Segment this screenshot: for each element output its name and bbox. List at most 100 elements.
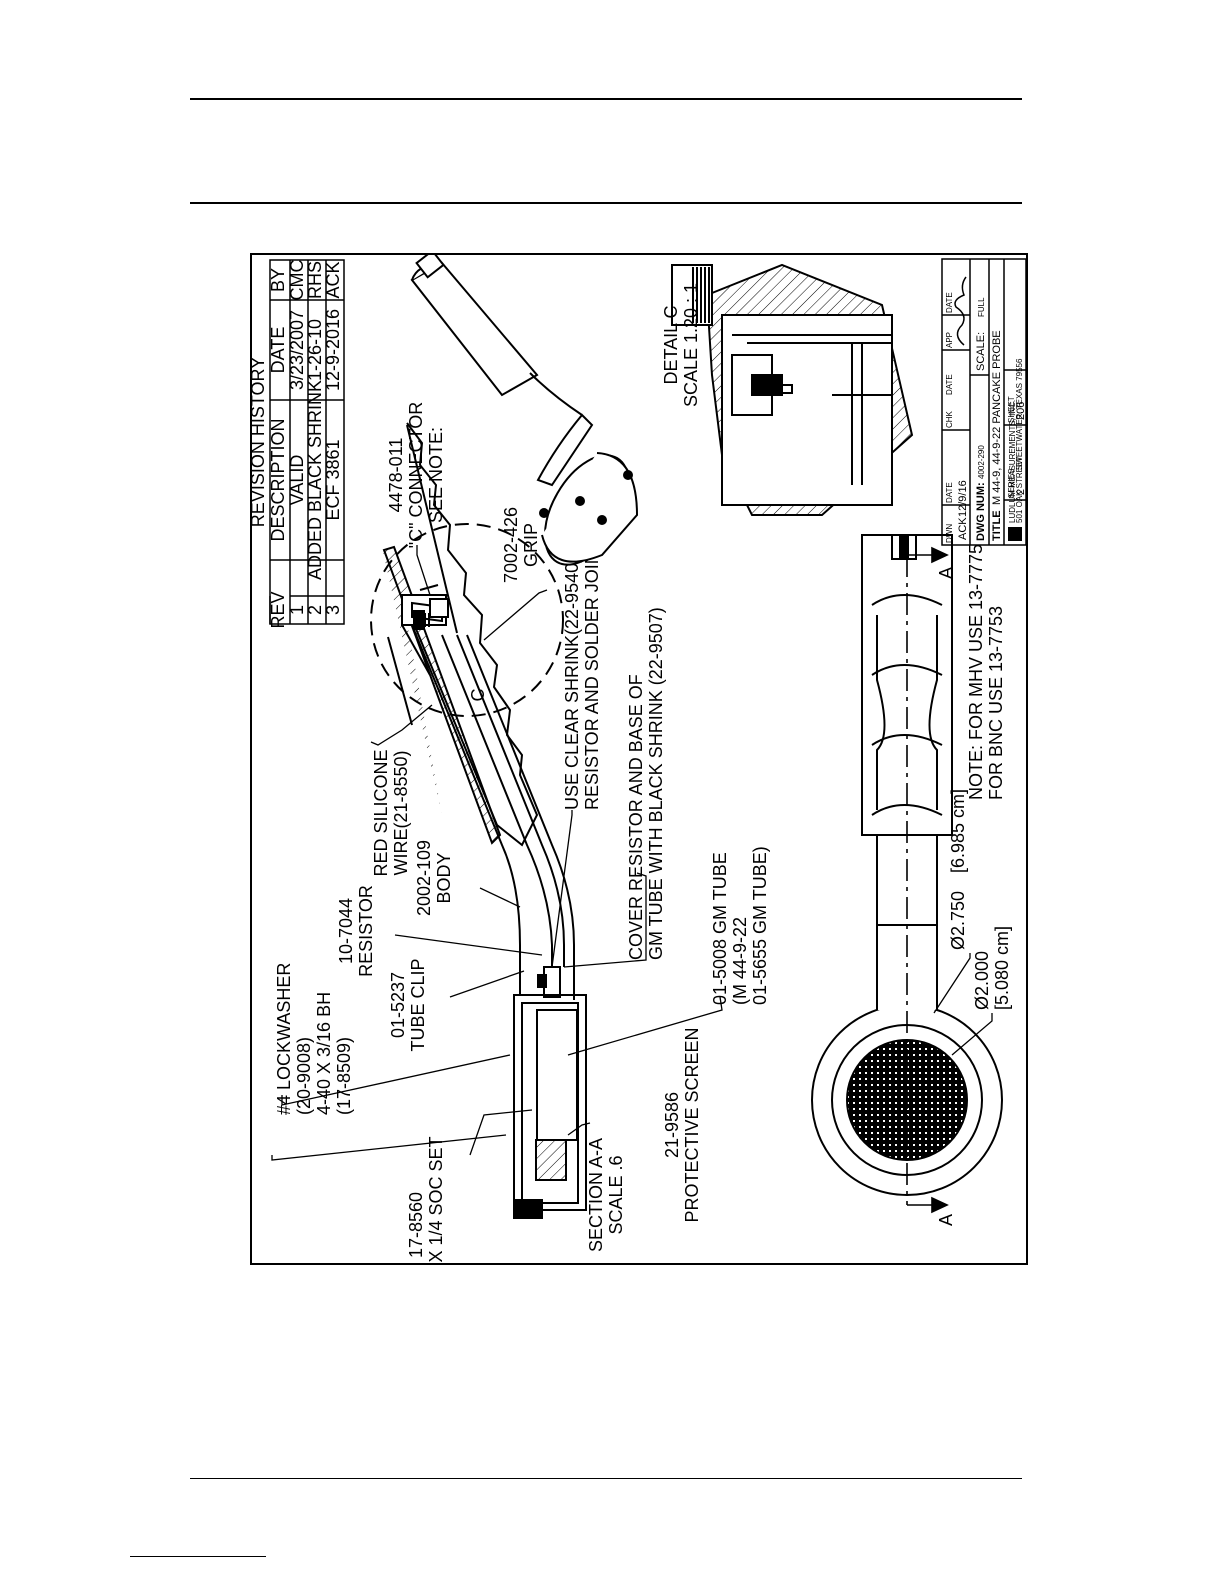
callout-tube-clip: 01-5237 TUBE CLIP (388, 958, 428, 1051)
connector-note: NOTE: FOR MHV USE 13-7775 FOR BNC USE 13… (966, 544, 1006, 800)
title-block: DWN DATE CHK DATE APP DATE ACK 12/9/16 D… (941, 258, 1026, 546)
svg-text:4478-011: 4478-011 (386, 438, 406, 513)
section-mark-bottom: A (936, 1214, 956, 1226)
table-row: 1 VALID 3/23/2007 CMC (287, 260, 307, 616)
row-date: 1-26-10 (305, 319, 325, 381)
row-rev: 2 (305, 605, 325, 615)
company-address-line2: SWEETWATER, TEXAS 79556 (1015, 358, 1024, 470)
row-by: ACK (323, 261, 343, 298)
scale-label: SCALE: (975, 332, 987, 371)
title-label: TITLE (991, 510, 1003, 541)
row-by: CMC (287, 260, 307, 301)
svg-text:[5.080 cm]: [5.080 cm] (992, 926, 1012, 1010)
row-rev: 3 (323, 605, 343, 615)
footnote-separator (130, 1556, 266, 1557)
section-view-probe (382, 422, 587, 1219)
svg-text:SCALE .6: SCALE .6 (606, 1155, 626, 1234)
svg-text:#4 LOCKWASHER: #4 LOCKWASHER (274, 963, 294, 1115)
svg-text:COVER RESISTOR AND BASE OF: COVER RESISTOR AND BASE OF (626, 674, 646, 960)
table-row: 3 ECF 3861 12-9-2016 ACK (323, 261, 343, 615)
company-logo-icon (1008, 527, 1022, 541)
row-rev: 1 (287, 605, 307, 615)
svg-text:01-5237: 01-5237 (388, 972, 408, 1038)
callout-body: 2002-109 BODY (414, 840, 454, 916)
row-date: 12-9-2016 (323, 309, 343, 391)
svg-text:Ø2.750: Ø2.750 (948, 891, 968, 950)
callout-clear-shrink: USE CLEAR SHRINK(22-9540) ON RESISTOR AN… (562, 525, 602, 810)
svg-text:TUBE CLIP: TUBE CLIP (408, 958, 428, 1051)
rev-header: REV (268, 591, 288, 628)
svg-text:2002-109: 2002-109 (414, 840, 434, 916)
svg-text:10-32 X 1/4 SOC SET: 10-32 X 1/4 SOC SET (426, 1136, 446, 1263)
chk-label: CHK (945, 410, 954, 428)
scale-value: FULL (977, 297, 986, 317)
svg-text:01-5655 GM TUBE): 01-5655 GM TUBE) (750, 846, 770, 1005)
svg-text:SEE NOTE:: SEE NOTE: (426, 427, 446, 523)
section-mark-top: A (936, 567, 956, 579)
svg-text:RESISTOR AND SOLDER JOINT: RESISTOR AND SOLDER JOINT (582, 540, 602, 810)
svg-text:DETAIL C: DETAIL C (661, 305, 681, 384)
dwn-value: ACK (957, 517, 969, 540)
svg-text:WIRE(21-8550): WIRE(21-8550) (391, 750, 411, 875)
svg-text:10-7044: 10-7044 (336, 898, 356, 964)
company-address-line1: 501 OAK STREET (1015, 457, 1024, 523)
probe-3d-illustration (410, 255, 639, 566)
svg-text:"C" CONNECTOR: "C" CONNECTOR (406, 402, 426, 548)
company-name: LUDLUM MEASUREMENTS, INC. (1008, 400, 1017, 523)
svg-text:PROTECTIVE SCREEN: PROTECTIVE SCREEN (682, 1027, 702, 1222)
callout-protective-screen: 21-9586 PROTECTIVE SCREEN (662, 1027, 702, 1222)
diameter-outer-label: Ø2.750 [6.985 cm] (948, 789, 968, 950)
table-row: 2 ADDED BLACK SHRINK 1-26-10 RHS (305, 261, 325, 615)
svg-text:FOR BNC USE 13-7753: FOR BNC USE 13-7753 (986, 606, 1006, 800)
callout-connector: 4478-011 "C" CONNECTOR SEE NOTE: (386, 402, 446, 548)
app-label: APP (945, 332, 954, 348)
diameter-leaders (933, 953, 993, 1056)
series-label: SERIES (1007, 469, 1016, 498)
dwn-label: DWN (945, 524, 954, 543)
svg-text:(17-8509): (17-8509) (334, 1037, 354, 1115)
section-a-a-label: SECTION A-A SCALE .6 (586, 1138, 626, 1252)
svg-text:4-40 X 3/16 BH: 4-40 X 3/16 BH (314, 992, 334, 1115)
header-rule-top (190, 98, 1022, 100)
svg-text:17-8560: 17-8560 (406, 1192, 426, 1258)
callout-gm-tube: 01-5008 GM TUBE (M 44-9-22 01-5655 GM TU… (710, 846, 770, 1005)
header-rule-bottom (190, 202, 1022, 204)
revision-history-title: REVISION HISTORY (252, 357, 268, 527)
svg-text:GRIP: GRIP (521, 523, 541, 567)
row-description: ECF 3861 (323, 439, 343, 520)
leader-lines (271, 545, 723, 1161)
detail-letter: C (468, 689, 488, 702)
date-header: DATE (268, 327, 288, 374)
diameter-inner-label: Ø2.000 [5.080 cm] (972, 926, 1012, 1010)
svg-text:Ø2.000: Ø2.000 (972, 951, 992, 1010)
approval-signature (954, 276, 967, 346)
chk-date-label: DATE (945, 374, 954, 395)
callout-red-wire: RED SILICONE WIRE(21-8550) (371, 749, 411, 876)
svg-text:RESISTOR: RESISTOR (356, 885, 376, 977)
detail-c-circle (370, 523, 564, 717)
svg-text:USE CLEAR SHRINK(22-9540) ON: USE CLEAR SHRINK(22-9540) ON (562, 525, 582, 810)
revision-history-table: REVISION HISTORY REV DESCRIPTION DATE BY… (252, 259, 345, 629)
technical-drawing: REVISION HISTORY REV DESCRIPTION DATE BY… (250, 253, 1028, 1265)
dwg-num-value: 4002-290 (977, 445, 986, 479)
row-by: RHS (305, 261, 325, 299)
row-description: ADDED BLACK SHRINK (305, 380, 325, 580)
detail-c-label: DETAIL C SCALE 1.20 : 1 (661, 283, 701, 407)
callout-lockwasher: #4 LOCKWASHER (20-9008) 4-40 X 3/16 BH (… (274, 963, 354, 1115)
section-line-a-a (906, 546, 949, 1214)
dwn-date-label: DATE (945, 482, 954, 503)
svg-text:SECTION A-A: SECTION A-A (586, 1138, 606, 1252)
svg-text:RED SILICONE: RED SILICONE (371, 749, 391, 876)
svg-text:BODY: BODY (434, 852, 454, 903)
svg-text:SCALE 1.20 : 1: SCALE 1.20 : 1 (681, 283, 701, 407)
callout-grip: 7002-426 GRIP (501, 507, 541, 583)
footer-rule (190, 1478, 1022, 1479)
svg-text:GM TUBE WITH BLACK SHRINK (22-: GM TUBE WITH BLACK SHRINK (22-9507) (646, 607, 666, 960)
callout-soc-set: 17-8560 10-32 X 1/4 SOC SET (406, 1136, 446, 1263)
by-header: BY (268, 268, 288, 292)
sheet-value: 206 (1015, 402, 1026, 420)
svg-text:NOTE: FOR MHV USE 13-7775: NOTE: FOR MHV USE 13-7775 (966, 544, 986, 800)
series-value: 2 (1015, 489, 1026, 495)
dwg-num-label: DWG NUM: (975, 482, 987, 541)
callout-resistor: 10-7044 RESISTOR (336, 885, 376, 977)
